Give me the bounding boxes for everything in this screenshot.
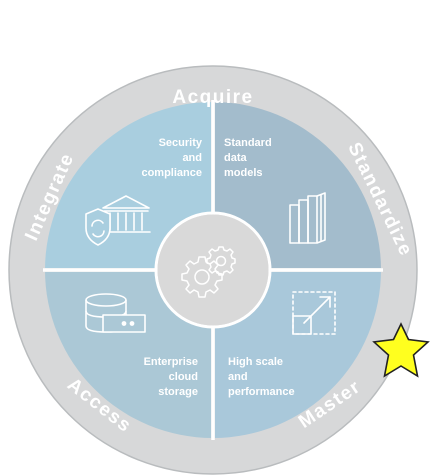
label-highscale-line1: High scale — [228, 356, 283, 368]
expand-arrow-icon — [292, 291, 336, 335]
books-icon — [289, 192, 326, 244]
star-icon — [372, 322, 430, 378]
bank-shield-icon — [85, 195, 151, 246]
label-enterprise-line1: Enterprise — [144, 356, 198, 368]
ring-word-acquire: Acquire — [172, 87, 253, 108]
center-hub-fill — [157, 214, 269, 326]
label-highscale-line3: performance — [228, 386, 295, 398]
database-storage-icon — [85, 293, 146, 333]
gears-icon-front — [181, 246, 236, 298]
label-highscale-line2: and — [228, 371, 248, 383]
label-security-line1: Security — [159, 137, 203, 149]
label-security-line3: compliance — [141, 167, 202, 179]
label-standard-line2: data — [224, 152, 248, 164]
center-hub-top — [154, 211, 272, 329]
label-standard-line1: Standard — [224, 137, 272, 149]
label-security-line2: and — [182, 152, 202, 164]
label-standard-line3: models — [224, 167, 263, 179]
label-enterprise-line2: cloud — [169, 371, 198, 383]
label-enterprise-line3: storage — [158, 386, 198, 398]
